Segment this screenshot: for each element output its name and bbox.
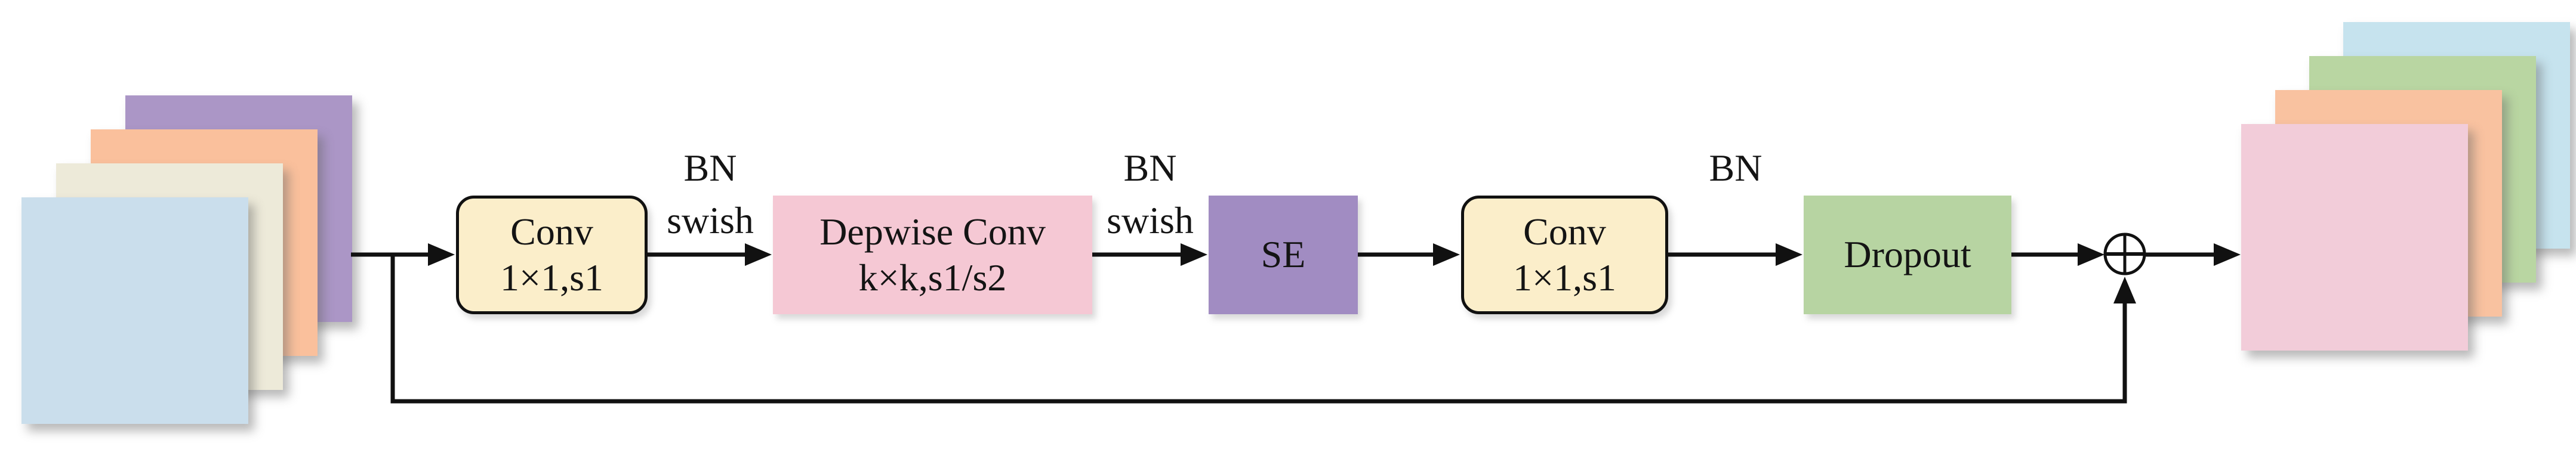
bn-swish-label-1: BN swish [667,142,754,247]
conv2-label-line1: Conv [1523,210,1606,253]
swish-label-2: swish [1107,199,1194,242]
output-map-pink [2241,124,2468,351]
depthwise-conv-block: Depwise Conv k×k,s1/s2 [773,196,1092,314]
conv1-label-line1: Conv [510,210,593,253]
se-block: SE [1209,196,1358,314]
bn-label-2: BN [1123,147,1177,189]
swish-label-1: swish [667,199,754,242]
dropout-block: Dropout [1804,196,2011,314]
conv1-block: Conv 1×1,s1 [456,196,648,314]
depthwise-label-line1: Depwise Conv [819,210,1046,253]
bn-label-3: BN [1709,147,1762,189]
conv2-label-line2: 1×1,s1 [1513,256,1616,299]
bn-label-1: BN [683,147,737,189]
conv2-block: Conv 1×1,s1 [1461,196,1668,314]
bn-swish-label-2: BN swish [1107,142,1194,247]
skip-connection-arrow [390,255,2136,404]
add-icon [2103,233,2146,275]
conv1-label-line2: 1×1,s1 [500,256,603,299]
se-label: SE [1261,233,1306,276]
dropout-label: Dropout [1844,233,1971,276]
depthwise-label-line2: k×k,s1/s2 [858,256,1007,299]
input-map-blue [21,197,248,424]
